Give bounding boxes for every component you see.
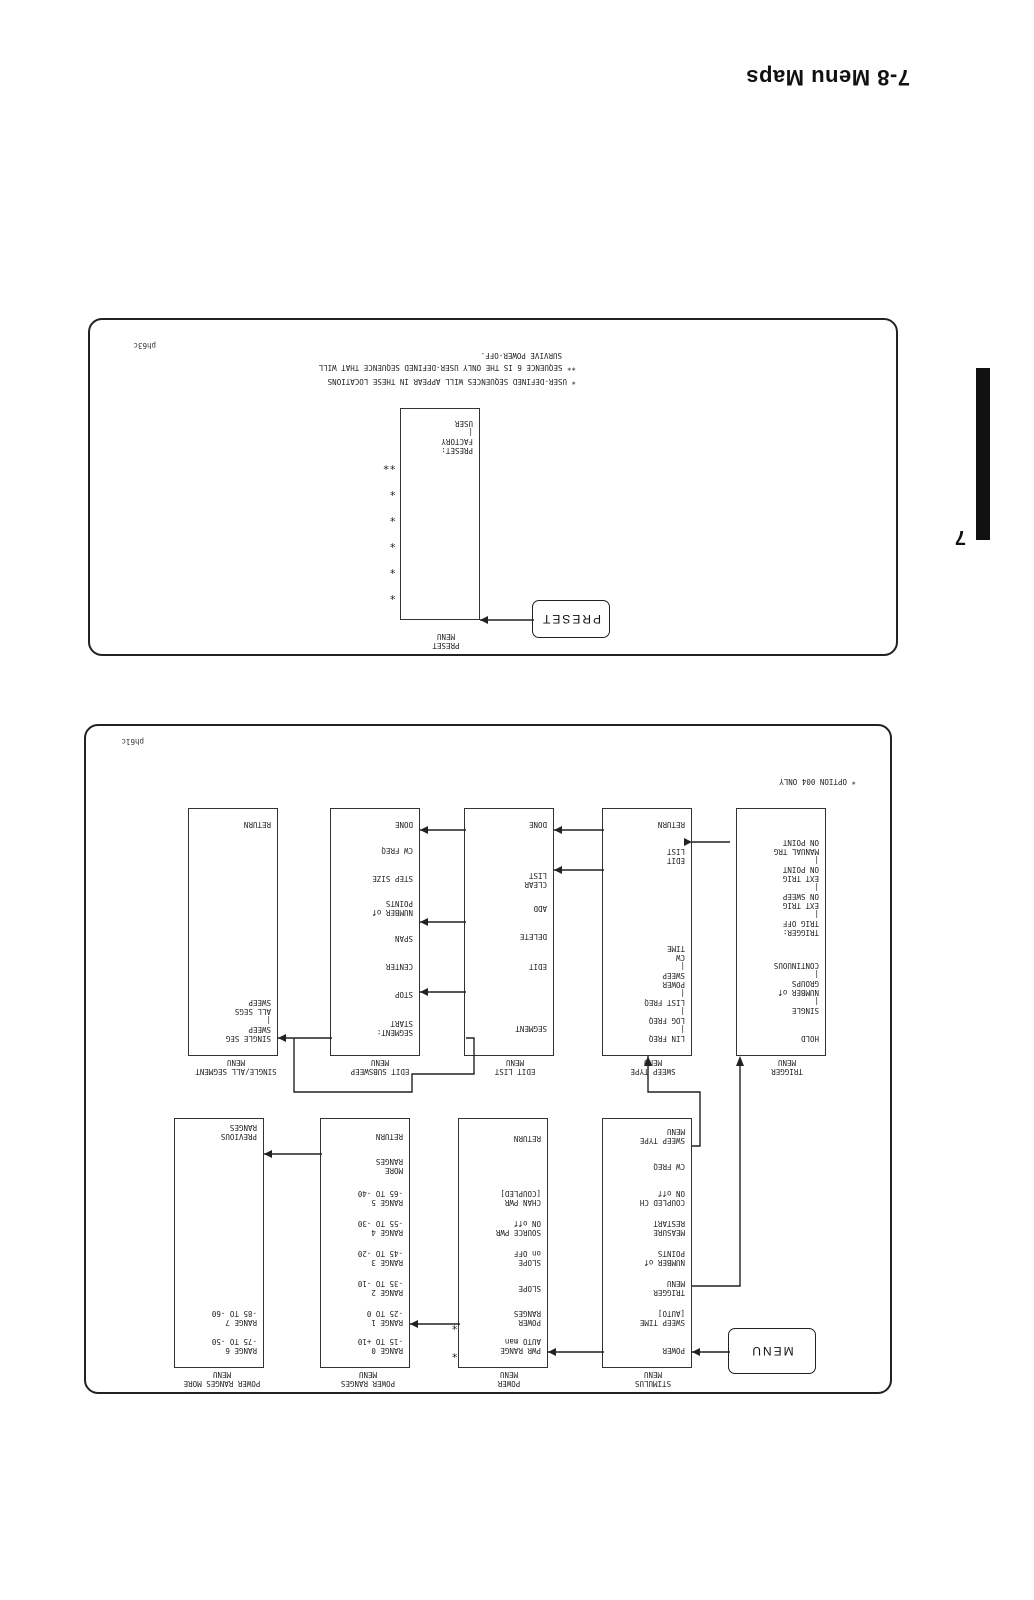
page-header-title: 7-8 Menu Maps xyxy=(745,65,910,90)
preset-menu-diagram: ph63c PRESET PRESET MENU PRESET: FACTORY… xyxy=(88,318,898,656)
preset-connector-lines xyxy=(480,616,534,624)
chapter-tab-bar xyxy=(976,368,990,540)
chapter-number: 7 xyxy=(954,526,966,548)
menu-connector-lines xyxy=(264,826,744,1356)
stimulus-menu-diagram: ph61c * OPTION 004 ONLY MENU STIMULUS ME… xyxy=(84,724,892,1394)
